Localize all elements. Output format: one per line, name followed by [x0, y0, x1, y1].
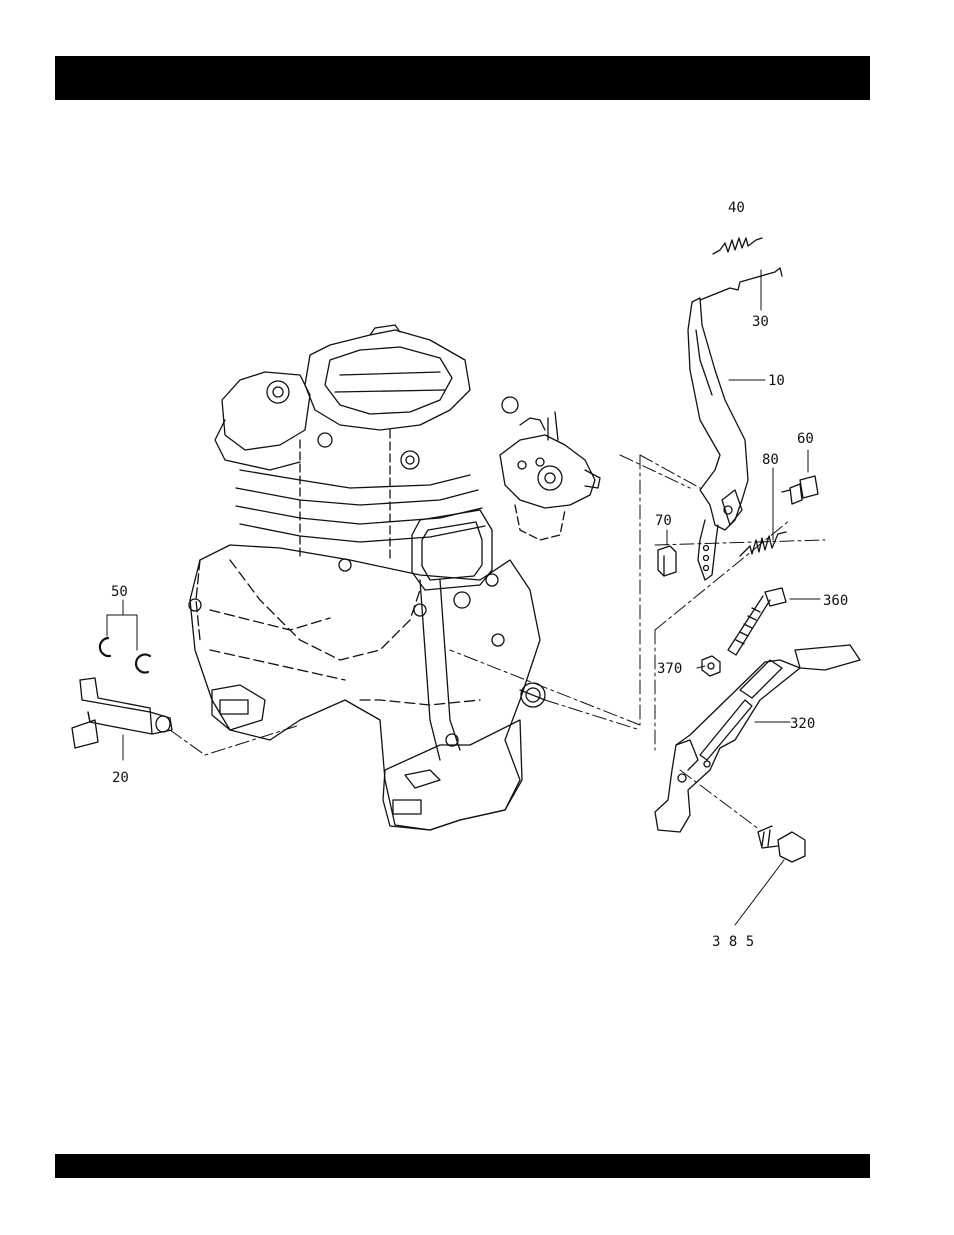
callout-385: 3 8 5	[712, 934, 754, 950]
part-60-bolt	[782, 476, 818, 504]
part-30-rod	[700, 268, 782, 300]
callouts: 40 30 10 60 80 70 360 370 320 3 8 5 50 2…	[111, 200, 848, 950]
part-80-spring	[740, 532, 786, 556]
part-360-bolt	[728, 588, 786, 655]
part-10-governor-lever	[688, 298, 748, 580]
callout-60: 60	[797, 431, 814, 447]
callout-30: 30	[752, 314, 769, 330]
callout-360: 360	[823, 593, 848, 609]
callout-370: 370	[657, 661, 682, 677]
connector-lines	[170, 455, 825, 830]
part-20-shaft	[72, 678, 172, 748]
callout-20: 20	[112, 770, 129, 786]
governor-shaft-port	[520, 683, 545, 707]
callout-50: 50	[111, 584, 128, 600]
callout-10: 10	[768, 373, 785, 389]
engine-block	[189, 325, 600, 830]
carburetor	[500, 412, 600, 540]
part-50-clips	[100, 638, 150, 673]
part-320-bracket	[655, 645, 860, 832]
part-385-bolt	[758, 826, 805, 862]
part-40-spring	[713, 238, 762, 254]
callout-80: 80	[762, 452, 779, 468]
part-70-nut	[658, 546, 676, 576]
callout-70: 70	[655, 513, 672, 529]
callout-40: 40	[728, 200, 745, 216]
leader-lines	[107, 270, 820, 925]
callout-320: 320	[790, 716, 815, 732]
